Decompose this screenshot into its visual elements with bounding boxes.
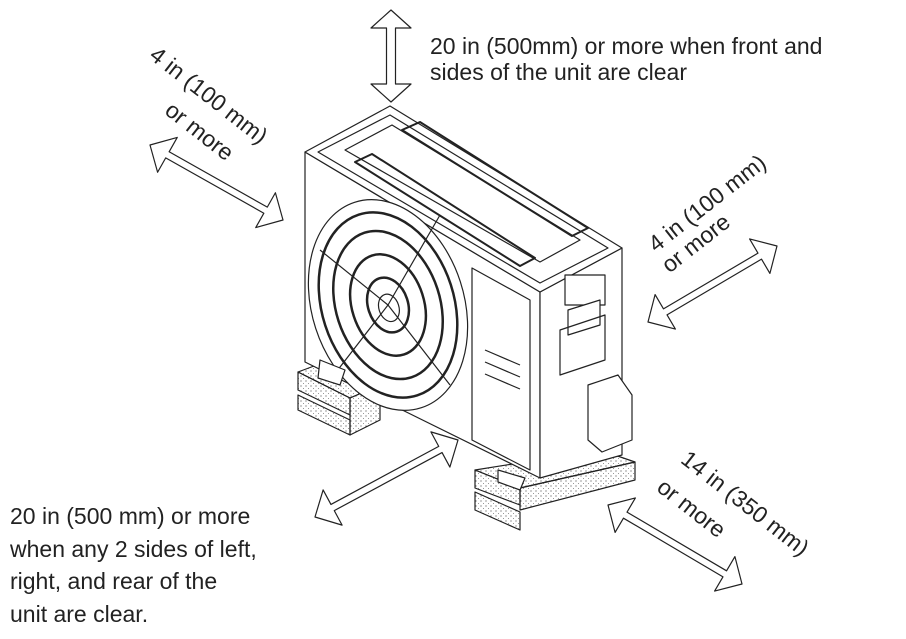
top-clearance-arrow: [370, 9, 412, 103]
top-clearance-label: 20 in (500mm) or more when front and sid…: [430, 33, 822, 85]
bottom-left-label: 20 in (500 mm) or more when any 2 sides …: [10, 500, 257, 630]
top-label-line1: 20 in (500mm) or more when front and: [430, 33, 823, 59]
valve-cover: [587, 374, 633, 453]
bottom-left-line4: unit are clear.: [10, 600, 149, 627]
top-panel: [304, 105, 623, 293]
right-side-clearance-arrow: [647, 238, 778, 330]
bottom-left-line2: when any 2 sides of left,: [10, 535, 257, 562]
front-left-clearance-arrow: [314, 431, 459, 526]
bottom-left-line3: right, and rear of the: [10, 568, 218, 594]
outdoor-unit: [304, 105, 633, 491]
top-label-line2: sides of the unit are clear: [430, 59, 687, 85]
bottom-left-line1: 20 in (500 mm) or more: [10, 503, 251, 529]
front-right-clearance-arrow: [607, 497, 743, 592]
fan-grille: [307, 199, 469, 411]
left-rear-clearance-arrow: [149, 136, 284, 229]
